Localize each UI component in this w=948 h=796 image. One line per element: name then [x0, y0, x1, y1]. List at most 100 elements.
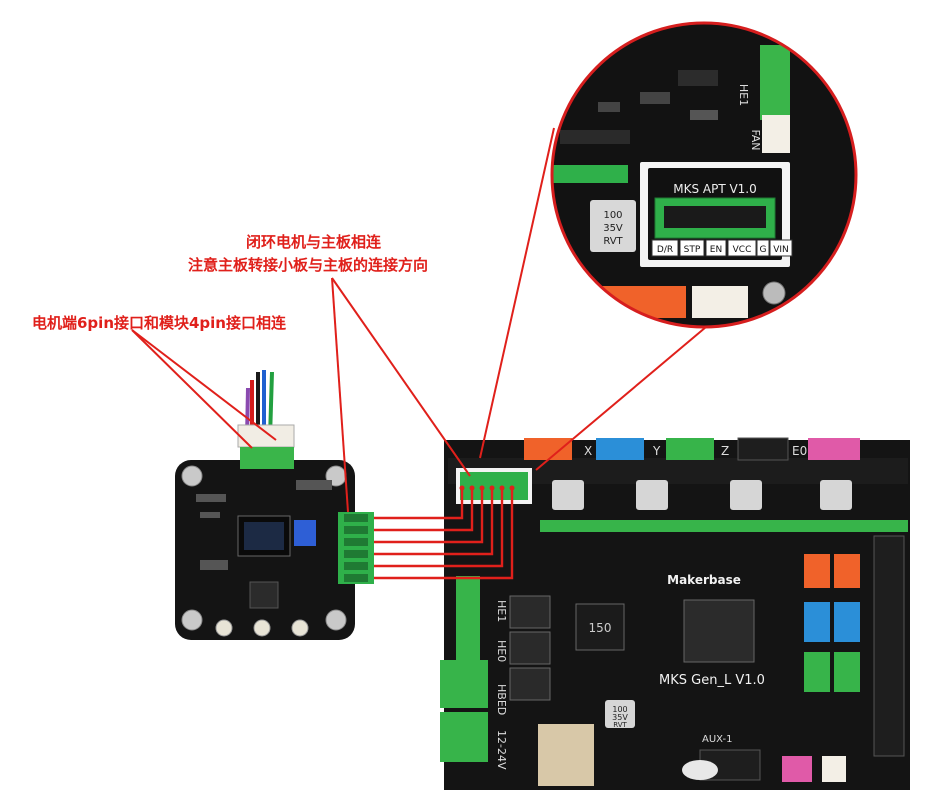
inset-smd [678, 70, 718, 86]
module-header-pin [344, 526, 368, 534]
wire [374, 488, 484, 544]
y-endstop-connector [596, 438, 644, 460]
module-oled-screen [244, 522, 284, 550]
module-mount-hole [181, 465, 203, 487]
module-header-pin [344, 562, 368, 570]
closed-loop-module [175, 370, 374, 640]
inset-cap-text: RVT [603, 236, 623, 247]
module-pin-list [344, 514, 368, 582]
mainboard-side-label: HBED [495, 684, 508, 715]
driver-capacitor [730, 480, 762, 510]
power-terminal [440, 712, 488, 762]
module-header-pin [344, 538, 368, 546]
module-6pin-header [338, 512, 374, 584]
inset-side-label: HE1 [737, 84, 750, 106]
inset-pin-box [679, 239, 705, 257]
mainboard-side-label: HE0 [495, 640, 508, 662]
inset-pin-label: D/R [657, 245, 673, 255]
mainboard-model: MKS Gen_L V1.0 [659, 673, 765, 688]
driver-capacitor [820, 480, 852, 510]
inset-side-label: FAN [749, 129, 762, 150]
right-red-connector [834, 554, 860, 588]
mainboard-capacitor [605, 700, 635, 728]
inset-adapter-label: MKS APT V1.0 [673, 182, 757, 196]
mosfet [509, 667, 551, 701]
module-button [253, 619, 271, 637]
pointer-line [131, 329, 277, 441]
pointer-line [331, 277, 349, 513]
module-chip [249, 581, 279, 609]
inductor [575, 603, 625, 651]
right-green-connector [804, 652, 830, 692]
wire-dot [459, 485, 465, 491]
inset-border [550, 21, 858, 329]
right-blue-connector [834, 602, 860, 642]
inset-pin-label: VIN [773, 245, 789, 255]
inset-pin-box [705, 239, 727, 257]
mainboard-side-label: 12-24V [495, 730, 508, 770]
inset-smd [598, 102, 620, 112]
module-smd [200, 512, 220, 518]
aux-label: AUX-1 [702, 734, 732, 745]
inset-pin-box [727, 239, 757, 257]
module-mount-hole [325, 609, 347, 631]
usb-port [538, 724, 594, 786]
e0-connector [737, 437, 789, 461]
bottom-white-connector [822, 756, 846, 782]
inset-pin-box [651, 239, 679, 257]
z-endstop-connector [666, 438, 714, 460]
e1-connector [808, 438, 860, 460]
inset-pin-label: G [760, 245, 767, 255]
inset-header-black [560, 130, 630, 144]
inset-pin-box [769, 239, 793, 257]
inset-white-connector [692, 286, 748, 318]
inset-mount-hole [762, 281, 786, 305]
inset-capacitor [590, 200, 636, 252]
wire-dot [479, 485, 485, 491]
inset-cap-text: 35V [603, 223, 623, 234]
module-header-pin [344, 574, 368, 582]
module-green-header [240, 447, 294, 469]
wire-dot [509, 485, 515, 491]
axis-label: Z [721, 444, 729, 458]
annotation-pointers [131, 127, 707, 513]
right-blue-connector [804, 602, 830, 642]
inset-pin-labels: D/R STP EN VCC G VIN [651, 239, 793, 257]
right-green-connector [834, 652, 860, 692]
axis-label: E0 [792, 444, 807, 458]
zoom-inset: MKS APT V1.0 D/R STP EN VCC G VIN 100 [550, 21, 858, 329]
x-endstop-connector [524, 438, 572, 460]
wire-dot [469, 485, 475, 491]
inset-pin-label: VCC [733, 245, 752, 255]
pointer-line [131, 329, 253, 449]
wire-dot [489, 485, 495, 491]
module-header-pin [344, 550, 368, 558]
driver-header-row [540, 520, 908, 532]
inset-green-header [552, 165, 628, 183]
inset-pointer-line [479, 127, 555, 459]
bottom-pink-connector [782, 756, 812, 782]
inset-pin-box [756, 239, 770, 257]
driver-capacitor [636, 480, 668, 510]
driver-capacitor [552, 480, 584, 510]
module-smd [196, 494, 226, 502]
inset-smd [640, 92, 670, 104]
mainboard-side-label: HE1 [495, 600, 508, 622]
inductor-label: 150 [589, 621, 612, 635]
power-terminal [440, 660, 488, 708]
wire [374, 488, 474, 532]
module-mount-hole [181, 609, 203, 631]
inset-connector-slot [664, 206, 766, 228]
mainboard-brand: Makerbase [667, 573, 741, 587]
mainboard-cap-text: 35V [612, 713, 628, 722]
mainboard-cap-text: 100 [612, 705, 627, 714]
note-connection: 闭环电机与主板相连 [246, 233, 382, 251]
exp-header [873, 535, 905, 757]
inset-pin-label: STP [684, 245, 701, 255]
module-smd [200, 560, 228, 570]
module-header-pin [344, 514, 368, 522]
crystal [682, 760, 718, 780]
inset-smd [690, 110, 718, 120]
